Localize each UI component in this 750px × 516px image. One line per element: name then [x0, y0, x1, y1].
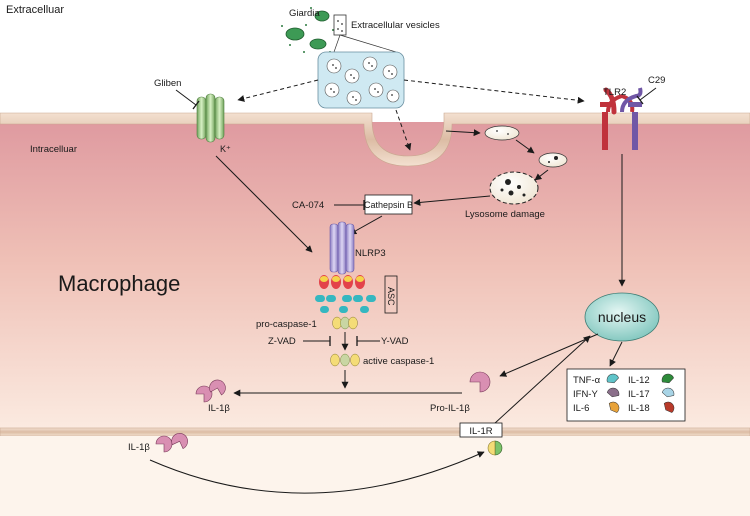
- il1r-label: IL-1R: [469, 426, 492, 437]
- asc-box: [384, 275, 398, 314]
- gliben-inhibition: [192, 100, 200, 110]
- arrow-to-channel: [237, 79, 319, 102]
- active-caspase-icon: [330, 353, 360, 367]
- cathepsin-label: Cathepsin B: [364, 200, 413, 210]
- il1b-outside-label: IL-1β: [128, 442, 150, 453]
- vesicles-label: Extracellular vesicles: [351, 20, 440, 31]
- lysosome-label: Lysosome damage: [465, 209, 545, 220]
- asc-label: ASC: [386, 287, 396, 306]
- cytokine-label: IFN-Y: [573, 389, 598, 400]
- arrow-lysosome-to-cathepsin: [413, 195, 491, 206]
- il1b-label: IL-1β: [208, 403, 230, 414]
- vesicle-tube-icon: [333, 14, 347, 36]
- cytokine-label: IL-6: [573, 403, 589, 414]
- asc-card-row: [315, 295, 376, 313]
- il1b-icon: [195, 379, 226, 403]
- macrophage-label: Macrophage: [58, 271, 180, 296]
- cytokine-icon: [663, 401, 675, 413]
- arrow-nucleus-to-cytokines: [609, 341, 623, 367]
- procaspase-icon: [332, 316, 358, 330]
- intracellular-label: Intracelluar: [30, 144, 77, 155]
- tlr2-receptor-icon: [600, 87, 643, 150]
- nucleus: [584, 292, 660, 342]
- cytokine-label: IL-17: [628, 389, 650, 400]
- cytokine-icon: [608, 401, 620, 413]
- cytokine-label: IL-18: [628, 403, 650, 414]
- arrow-to-endocytosis: [395, 109, 412, 151]
- arrow-il1b-to-il1r: [149, 451, 485, 494]
- cytokine-label: IL-12: [628, 375, 650, 386]
- lower-extracellular: [0, 436, 750, 516]
- active-caspase-label: active caspase-1: [363, 356, 434, 367]
- potassium-label: K⁺: [220, 144, 231, 154]
- extracellular-label: Extracelluar: [6, 4, 64, 16]
- cytokine-icon: [661, 387, 675, 398]
- ca074-label: CA-074: [292, 200, 324, 211]
- zvad-label: Z-VAD: [268, 336, 296, 347]
- potassium-channel-icon: [196, 93, 225, 143]
- plasma-membrane-top: [0, 112, 750, 167]
- tlr2-label: TLR2: [603, 87, 626, 98]
- giardia-label: Giardia: [289, 8, 320, 19]
- nlrp3-icon: [329, 221, 355, 275]
- arrow-k-to-nlrp3: [215, 155, 313, 253]
- proil1b-icon: [469, 371, 491, 393]
- plasma-membrane-bottom: [0, 427, 750, 437]
- yvad-label: Y-VAD: [381, 336, 409, 347]
- gliben-label: Gliben: [154, 78, 181, 89]
- damaged-lysosome: [489, 171, 539, 205]
- cytokine-icon: [606, 373, 619, 384]
- c29-inhibition: [636, 95, 644, 105]
- vesicle-cluster: [324, 56, 400, 106]
- il1r-box: [459, 422, 503, 438]
- nucleus-label: nucleus: [598, 309, 646, 325]
- il1r-receptor-icon: [487, 440, 503, 456]
- arrow-cathepsin-to-nlrp3: [349, 215, 383, 235]
- cytokine-label: TNF-α: [573, 375, 601, 386]
- arrow-to-tlr2: [403, 79, 585, 104]
- nlrp3-label: NLRP3: [355, 248, 386, 259]
- cytokine-icon: [606, 387, 620, 398]
- arrow-nucleus-to-proil1b: [499, 333, 599, 377]
- c29-label: C29: [648, 75, 665, 86]
- endosome-2: [538, 152, 568, 168]
- cytokine-icon: [661, 373, 674, 384]
- procaspase-label: pro-caspase-1: [256, 319, 317, 330]
- cathepsin-box: [364, 194, 413, 215]
- endosome-1: [484, 125, 520, 141]
- proil1b-label: Pro-IL-1β: [430, 403, 470, 414]
- il1b-outside-icon: [155, 433, 188, 453]
- arrow-il1r-to-nucleus: [493, 335, 591, 425]
- asc-pyrin-row: [319, 275, 365, 289]
